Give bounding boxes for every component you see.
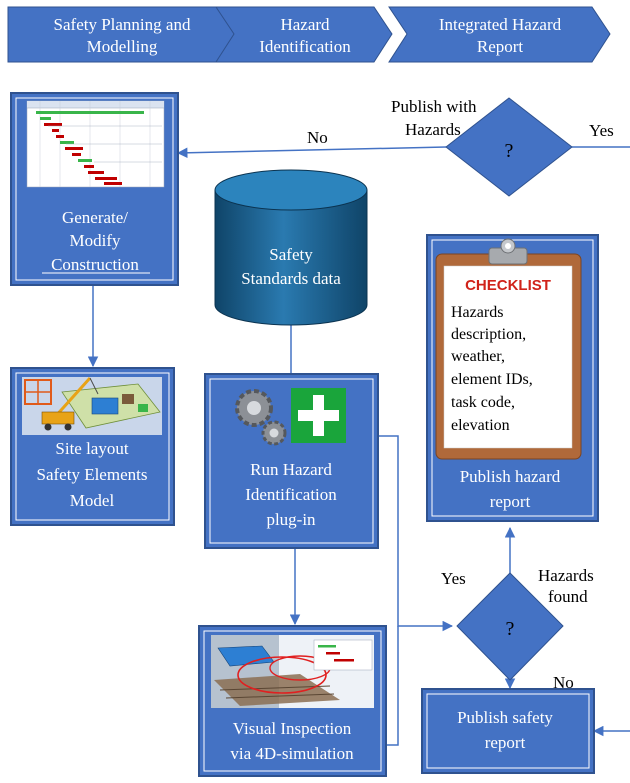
- site-label-line1: Site layout: [55, 439, 128, 458]
- checklist-item: element IDs,: [451, 371, 533, 388]
- phase-label-report-line2: Report: [477, 37, 524, 56]
- decision-publish-with-hazards: ? Publish with Hazards Yes No: [307, 97, 614, 197]
- visual-label-line2: via 4D-simulation: [230, 744, 354, 763]
- phase-banner: Safety Planning and Modelling Hazard Ide…: [7, 6, 611, 63]
- generate-label-line3: Construction: [51, 255, 139, 274]
- connector-visual-to-decision: [386, 626, 399, 746]
- decision-bottom-question-line1: Hazards: [538, 566, 594, 585]
- first-aid-icon: [291, 388, 346, 443]
- site-model-image: [22, 376, 162, 435]
- publish-safety-label-line1: Publish safety: [457, 708, 553, 727]
- publish-safety-label-line2: report: [485, 733, 526, 752]
- decision-bottom-question-line2: found: [548, 587, 588, 606]
- phase-label-planning-line2: Modelling: [87, 37, 158, 56]
- site-layout-box: Site layout Safety Elements Model: [10, 367, 175, 526]
- standards-label-line1: Safety: [269, 245, 313, 264]
- decision-top-symbol: ?: [505, 140, 514, 162]
- decision-bottom-symbol: ?: [506, 618, 515, 640]
- connector-no-top: [176, 146, 447, 159]
- standards-label-line2: Standards data: [241, 269, 341, 288]
- decision-bottom-no-label: No: [553, 673, 574, 692]
- publish-safety-box: Publish safety report: [421, 688, 595, 774]
- decision-bottom-yes-label: Yes: [441, 569, 466, 588]
- publish-hazard-box: CHECKLIST Hazards description, weather, …: [426, 234, 599, 522]
- gantt-chart-image: [26, 100, 165, 188]
- decision-hazards-found: ? Hazards found Yes No: [441, 566, 594, 692]
- run-label-line2: Identification: [245, 485, 337, 504]
- visual-label-line1: Visual Inspection: [233, 719, 352, 738]
- checklist-item: Hazards: [451, 304, 503, 321]
- checklist-item: weather,: [451, 348, 505, 365]
- publish-hazard-label-line2: report: [490, 492, 531, 511]
- visual-inspection-box: Visual Inspection via 4D-simulation: [198, 625, 387, 777]
- generate-label-line1: Generate/: [62, 208, 128, 227]
- connector-run-to-decision: [378, 435, 454, 632]
- phase-chevron-identification: [215, 6, 393, 63]
- checklist-item: elevation: [451, 417, 510, 434]
- decision-top-question-line2: Hazards: [405, 120, 461, 139]
- generate-construction-box: Generate/ Modify Construction: [10, 92, 179, 286]
- run-label-line1: Run Hazard: [250, 460, 332, 479]
- site-label-line2: Safety Elements: [37, 465, 148, 484]
- phase-chevron-report: [388, 6, 611, 63]
- phase-label-report-line1: Integrated Hazard: [439, 15, 562, 34]
- phase-label-identification-line2: Identification: [259, 37, 351, 56]
- decision-top-question-line1: Publish with: [391, 97, 477, 116]
- run-hazard-box: Run Hazard Identification plug-in: [204, 373, 379, 549]
- publish-hazard-label-line1: Publish hazard: [460, 467, 561, 486]
- generate-label-line2: Modify: [70, 231, 122, 250]
- clipboard-icon: [435, 238, 582, 460]
- site-label-line3: Model: [70, 491, 115, 510]
- simulation-image: [211, 635, 374, 708]
- safety-standards-database: Safety Standards data: [214, 169, 368, 326]
- gears-icon: [235, 389, 287, 446]
- checklist-item: description,: [451, 326, 526, 343]
- checklist-item: task code,: [451, 394, 515, 411]
- run-label-line3: plug-in: [266, 510, 316, 529]
- decision-top-yes-label: Yes: [589, 121, 614, 140]
- phase-label-identification-line1: Hazard: [280, 15, 330, 34]
- phase-label-planning-line1: Safety Planning and: [54, 15, 191, 34]
- decision-top-no-label: No: [307, 128, 328, 147]
- checklist-title: CHECKLIST: [465, 277, 551, 294]
- connectors: [87, 146, 630, 746]
